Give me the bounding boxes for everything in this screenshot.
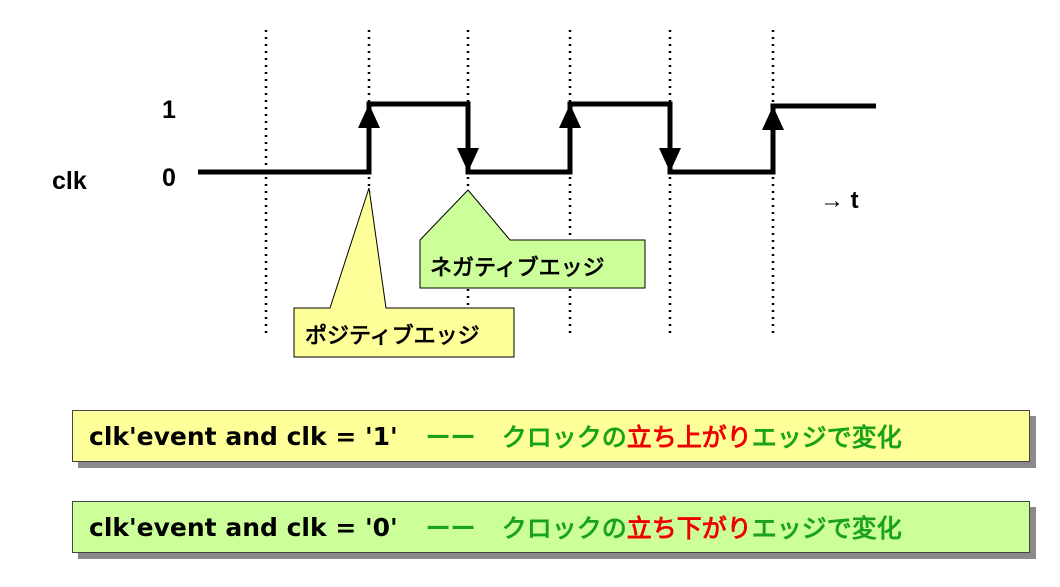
level-high-label: 1 — [162, 96, 176, 124]
timing-diagram: clk 1 0 → t ネガティブエッジ ポジティブエッジ — [52, 30, 876, 358]
falling-edge-arrow-icon — [659, 148, 681, 172]
condition-dash: ーー — [425, 514, 476, 543]
positive-edge-callout-text: ポジティブエッジ — [305, 323, 480, 349]
condition-suffix: エッジで変化 — [751, 423, 902, 452]
time-axis-label: → t — [820, 187, 859, 214]
condition-edge: 立ち下がり — [626, 514, 752, 543]
condition-prefix: クロックの — [501, 423, 627, 452]
time-gridlines — [264, 30, 775, 335]
condition-edge: 立ち上がり — [626, 423, 752, 452]
positive-edge-callout — [293, 187, 515, 358]
level-low-label: 0 — [162, 164, 176, 192]
condition-suffix: エッジで変化 — [751, 514, 902, 543]
condition-code: clk'event and clk = '1' — [89, 421, 398, 451]
rising-edge-arrow-icon — [358, 104, 380, 128]
condition-code: clk'event and clk = '0' — [89, 512, 398, 542]
signal-label: clk — [52, 167, 87, 195]
falling-edge-condition-box: clk'event and clk = '0' ーー クロックの立ち下がりエッジ… — [72, 501, 1030, 553]
rising-edge-arrow-icon — [762, 106, 784, 130]
negative-edge-callout-text: ネガティブエッジ — [430, 255, 605, 281]
condition-prefix: クロックの — [501, 514, 627, 543]
rising-edge-condition-box: clk'event and clk = '1' ーー クロックの立ち上がりエッジ… — [72, 410, 1030, 462]
edge-arrows — [358, 104, 784, 172]
negative-edge-callout — [419, 189, 646, 289]
condition-dash: ーー — [425, 423, 476, 452]
falling-edge-arrow-icon — [457, 148, 479, 172]
rising-edge-arrow-icon — [559, 104, 581, 128]
